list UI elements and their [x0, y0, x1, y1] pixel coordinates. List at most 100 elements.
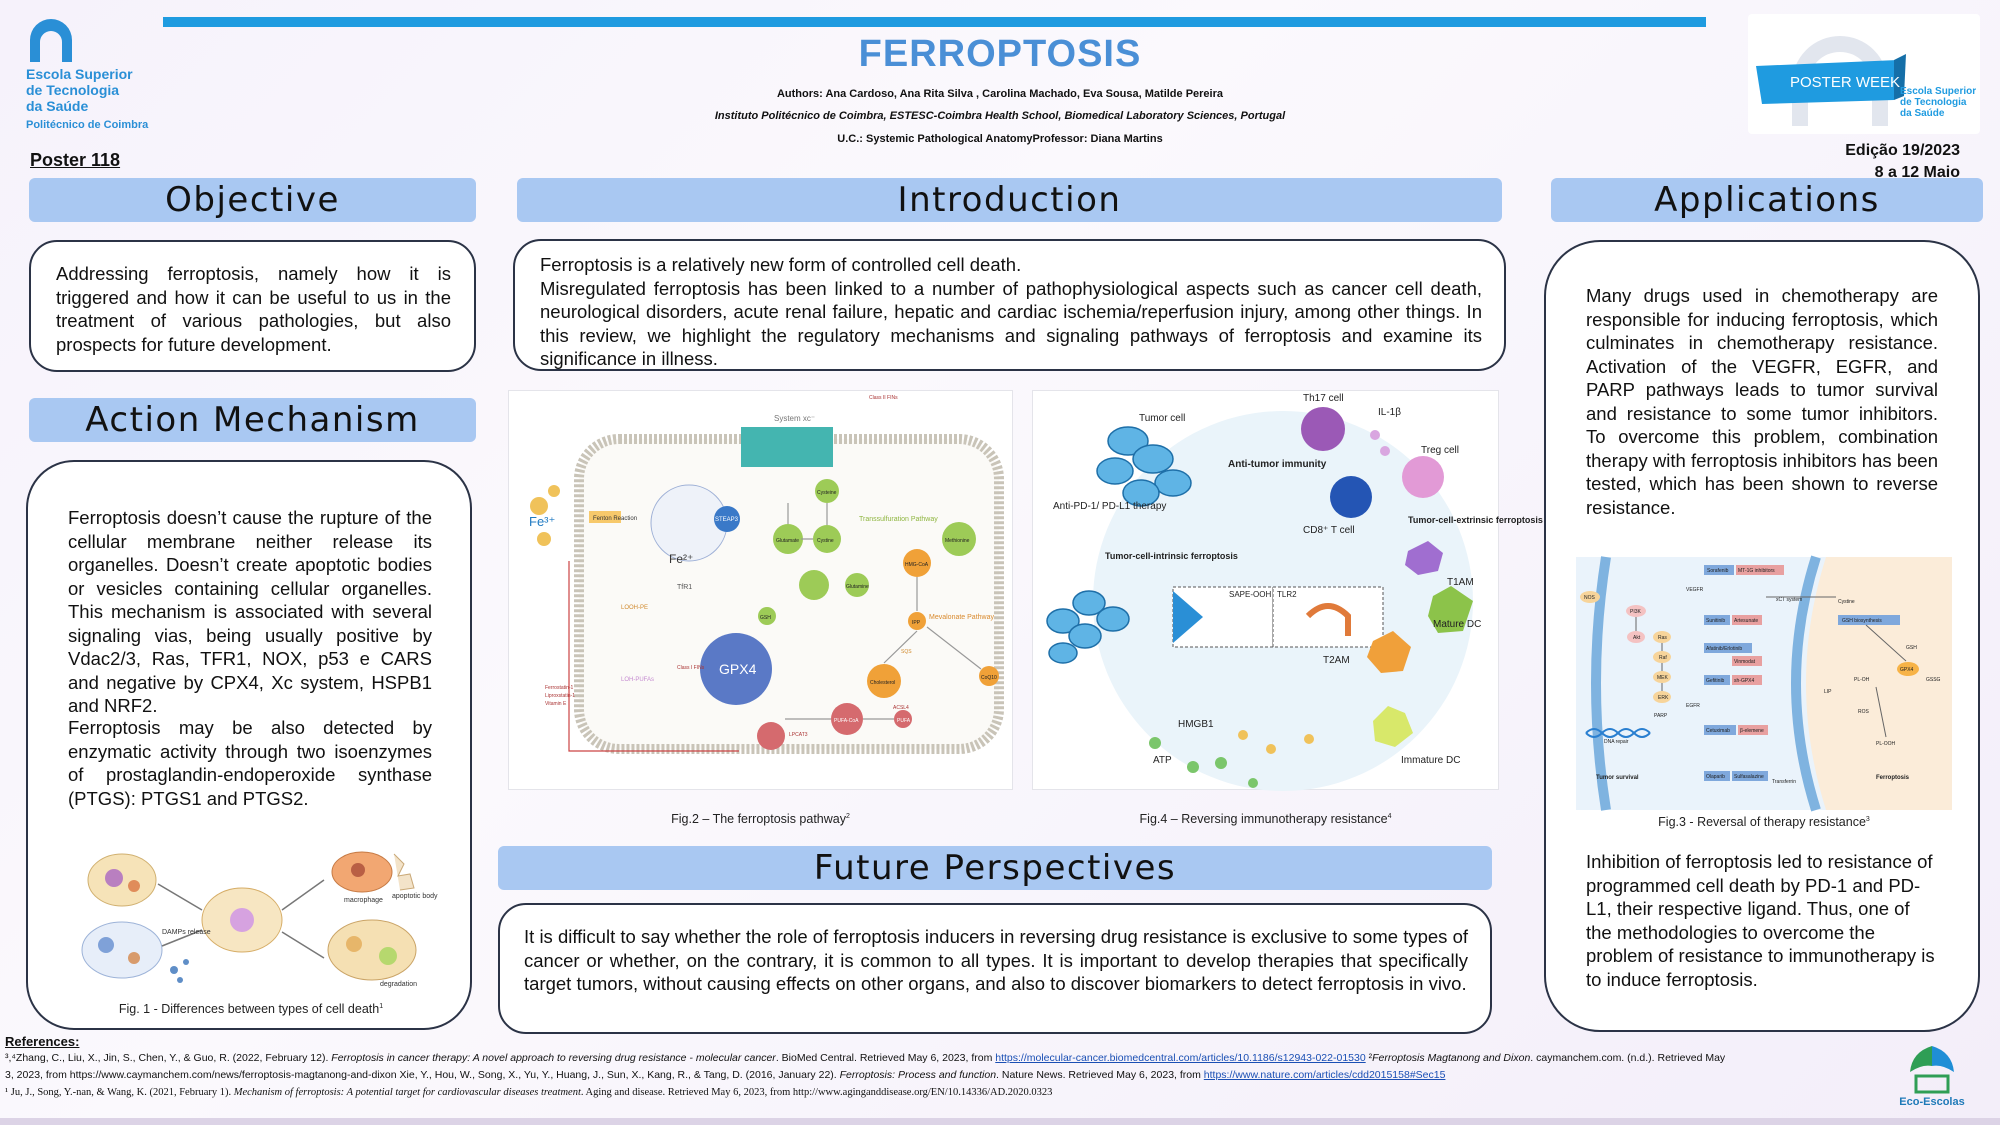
introduction-heading: Introduction [517, 178, 1502, 222]
future-heading: Future Perspectives [498, 846, 1492, 890]
figure-4: Tumor cell Th17 cell IL-1β Treg cell Ant… [1032, 390, 1543, 791]
institute: Instituto Politécnico de Coimbra, ESTESC… [714, 110, 1286, 122]
f3-ras: Ras [1658, 635, 1667, 641]
fig1-caption-sup: 1 [379, 1002, 384, 1010]
cell-death-diagram: macrophage apoptotic body DAMPs release … [81, 851, 438, 988]
fig1-caption-text: Fig. 1 - Differences between types of ce… [118, 1002, 380, 1016]
references-heading: References: [5, 1034, 80, 1049]
f2-lpcat3: LPCAT3 [789, 732, 808, 738]
f3-sorafenib: Sorafenib [1707, 568, 1729, 574]
f3-gssg: GSSG [1926, 677, 1941, 683]
f2-coq10: CoQ10 [981, 675, 997, 681]
figure-2: System xc⁻ Fe³⁺ Fenton Reaction Fe²⁺ STE… [508, 390, 1013, 790]
poster-number: Poster 118 [30, 150, 121, 170]
f4-treg: Treg cell [1421, 445, 1459, 456]
ref4-source: . Aging and disease. Retrieved May 6, 20… [580, 1087, 1053, 1098]
introduction-box: Ferroptosis is a relatively new form of … [513, 239, 1506, 371]
fig1-label-damps: DAMPs release [162, 929, 211, 936]
figure-3: Sorafenib MT-1G inhibitors VEGFR Sunitin… [1576, 555, 1952, 812]
fig4-caption-text: Fig.4 – Reversing immunotherapy resistan… [1139, 812, 1388, 826]
mechanism-box: Ferroptosis doesn’t cause the rupture of… [26, 460, 472, 1030]
poster-week-label: POSTER WEEK [1790, 74, 1901, 91]
f3-ferroptosis: Ferroptosis [1876, 775, 1910, 781]
f2-gpx4: GPX4 [719, 661, 757, 677]
f3-belemene: β-elemene [1740, 728, 1764, 734]
f4-hmgb1: HMGB1 [1178, 719, 1214, 730]
f3-raf: Raf [1659, 655, 1667, 661]
f3-afatinib: Afatinib/Erlotinib [1706, 646, 1742, 652]
f4-sapeooh: SAPE-OOH [1229, 590, 1271, 599]
f3-artesunate: Artesunate [1734, 618, 1758, 624]
school-name-1: Escola Superior [26, 66, 133, 82]
future-box: It is difficult to say whether the role … [498, 903, 1492, 1034]
references: References: ³,⁴Zhang, C., Liu, X., Jin, … [5, 1033, 1885, 1101]
school-logo: Escola Superior de Tecnologia da Saúde P… [26, 16, 176, 141]
future-text: It is difficult to say whether the role … [524, 926, 1468, 994]
ref3-link[interactable]: https://www.nature.com/articles/cdd20151… [1203, 1069, 1446, 1081]
f3-transferrin: Transferrin [1772, 779, 1796, 785]
school-name-3: da Saúde [26, 98, 89, 114]
ref1-source: . BioMed Central. Retrieved May 6, 2023,… [775, 1052, 996, 1064]
f3-xct: xCT system [1776, 597, 1802, 603]
objective-box: Addressing ferroptosis, namely how it is… [29, 240, 476, 372]
ref4-authors: ¹ Ju, J., Song, Y.-nan, & Wang, K. (2021… [5, 1087, 234, 1098]
fig2-caption-sup: 2 [845, 812, 850, 820]
poster-week-icon [1756, 36, 1906, 126]
introduction-text: Ferroptosis is a relatively new form of … [540, 253, 1482, 371]
f2-cholesterol: Cholesterol [870, 680, 895, 686]
objective-heading: Objective [29, 178, 476, 222]
f3-mt1g: MT-1G inhibitors [1738, 568, 1775, 574]
f2-glutamine: Glutamine [846, 584, 869, 590]
school-name-2: de Tecnologia [26, 82, 120, 98]
f4-antipd1: Anti-PD-1/ PD-L1 therapy [1053, 501, 1166, 512]
f3-olaparib: Olaparib [1706, 774, 1725, 780]
introduction-line2: Misregulated ferroptosis has been linked… [540, 277, 1482, 370]
ref2-title: Ferroptosis Magtanong and Dixon [1372, 1052, 1531, 1064]
f3-gshbio: GSH biosynthesis [1842, 618, 1882, 624]
f2-tfr1: Fenton Reaction [593, 516, 637, 522]
f2-sqs: SQS [901, 649, 912, 655]
f2-fenton: TfR1 [677, 584, 692, 591]
f4-extrinsic: Tumor-cell-extrinsic ferroptosis [1408, 515, 1543, 525]
f3-dnarepair: DNA repair [1604, 739, 1629, 745]
f4-t2am: T2AM [1323, 655, 1350, 666]
fig2-caption: Fig.2 – The ferroptosis pathway2 [508, 812, 1013, 826]
pw-school-2: de Tecnologia [1900, 97, 1967, 108]
f2-gsh: GSH [760, 615, 771, 621]
f4-il1b: IL-1β [1378, 407, 1401, 418]
f4-immaturedc: Immature DC [1401, 755, 1460, 766]
immunotherapy-diagram: Tumor cell Th17 cell IL-1β Treg cell Ant… [1046, 393, 1543, 791]
f2-steap3: STEAP3 [715, 517, 739, 523]
ref1-authors: ³,⁴Zhang, C., Liu, X., Jin, S., Chen, Y.… [5, 1052, 332, 1064]
fig1-caption: Fig. 1 - Differences between types of ce… [28, 1002, 474, 1016]
f4-intrinsic: Tumor-cell-intrinsic ferroptosis [1105, 551, 1238, 561]
f4-tumor: Tumor cell [1139, 413, 1185, 424]
reference-1: ³,⁴Zhang, C., Liu, X., Jin, S., Chen, Y.… [5, 1050, 1885, 1067]
f4-atp: ATP [1153, 755, 1172, 766]
f2-glutamate: Glutamate [776, 538, 799, 544]
f3-erk: ERK [1658, 695, 1669, 701]
f2-fer1: Ferrostatin-1 [545, 685, 574, 691]
course: U.C.: Systemic Pathological AnatomyProfe… [837, 133, 1163, 145]
fig2-caption-text: Fig.2 – The ferroptosis pathway [671, 812, 846, 826]
f3-mek: MEK [1657, 675, 1669, 681]
f2-ipp: IPP [912, 620, 921, 626]
f3-cetuximab: Cetuximab [1706, 728, 1730, 734]
f3-egfr: EGFR [1686, 703, 1700, 709]
f2-fe3: Fe³⁺ [529, 514, 555, 529]
f4-cd8: CD8⁺ T cell [1303, 525, 1355, 536]
reference-2: 3, 2023, from https://www.caymanchem.com… [5, 1067, 1885, 1084]
footer-bar [0, 1118, 2000, 1125]
f4-th17: Th17 cell [1303, 393, 1344, 404]
f3-gefitinib: Gefitinib [1706, 678, 1725, 684]
edition: Edição 19/2023 [1845, 142, 1960, 159]
poster-week-logo: POSTER WEEK Escola Superior de Tecnologi… [1748, 14, 1980, 134]
ref2-source: . caymanchem.com. (n.d.). Retrieved May [1530, 1052, 1726, 1064]
f4-tlr2: TLR2 [1277, 590, 1297, 599]
f2-mevalonate: Mevalonate Pathway [929, 614, 994, 621]
eco-flag-icon [1910, 1046, 1954, 1094]
f3-vegfr: VEGFR [1686, 587, 1704, 593]
f4-t1am: T1AM [1447, 577, 1474, 588]
ref1-link[interactable]: https://molecular-cancer.biomedcentral.c… [995, 1052, 1366, 1064]
fig3-caption: Fig.3 - Reversal of therapy resistance3 [1546, 815, 1982, 829]
